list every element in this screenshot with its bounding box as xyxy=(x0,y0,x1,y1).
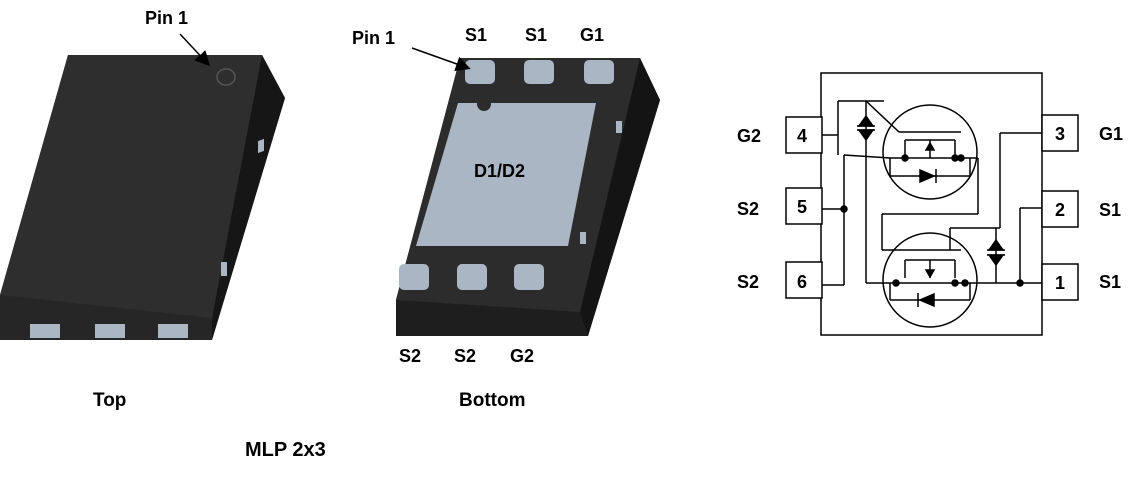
top-pad-s1 xyxy=(524,60,554,84)
pin-number: 4 xyxy=(797,126,807,146)
pin1-dot xyxy=(216,68,236,86)
bottom-pin-label: S2 xyxy=(454,346,476,366)
zener xyxy=(857,114,875,127)
pin-name: S2 xyxy=(737,272,759,292)
top-pin1-label: Pin 1 xyxy=(145,8,188,28)
top-pad-s1 xyxy=(465,60,495,84)
bottom-caption: Bottom xyxy=(459,390,525,411)
pin-box-1 xyxy=(1041,263,1079,301)
mosfet-2 xyxy=(882,232,978,328)
pin-number: 5 xyxy=(797,197,807,217)
bottom-pin1-label: Pin 1 xyxy=(352,28,395,48)
bottom-view-package xyxy=(396,58,660,336)
bottom-pin1-arrow xyxy=(411,47,471,72)
pin-number: 6 xyxy=(797,272,807,292)
pin-name: G1 xyxy=(1099,124,1123,144)
wire xyxy=(865,100,900,133)
bottom-lead xyxy=(158,324,188,338)
center-pad xyxy=(416,103,596,246)
junction xyxy=(951,279,959,287)
pin-box-2 xyxy=(1041,190,1079,228)
bottom-pad-g2 xyxy=(514,264,544,290)
zener xyxy=(857,129,875,142)
pin-number: 3 xyxy=(1055,124,1065,144)
package-name: MLP 2x3 xyxy=(245,439,326,461)
pin-box-5 xyxy=(785,187,823,225)
side-pad xyxy=(221,262,227,276)
mosfet-1 xyxy=(882,104,978,200)
arrow xyxy=(924,269,936,279)
pin-name: S1 xyxy=(1099,200,1121,220)
bottom-lead xyxy=(95,324,125,338)
bottom-pad-s2 xyxy=(457,264,487,290)
bottom-pin-label: G2 xyxy=(510,346,534,366)
side-pad xyxy=(616,121,622,133)
arrow xyxy=(924,141,936,151)
top-pin-label: S1 xyxy=(525,25,547,45)
top-pin1-arrow xyxy=(179,33,211,67)
junction xyxy=(892,279,900,287)
pad-label: D1/D2 xyxy=(474,161,525,181)
pin-number: 2 xyxy=(1055,200,1065,220)
pin-name: G2 xyxy=(737,126,761,146)
junction xyxy=(951,154,959,162)
side-pad xyxy=(580,232,586,244)
top-view-package xyxy=(0,55,285,340)
pin-name: S2 xyxy=(737,199,759,219)
junction xyxy=(961,279,969,287)
pin-name: S1 xyxy=(1099,272,1121,292)
bottom-pad-s2 xyxy=(399,264,429,290)
top-pin-label: G1 xyxy=(580,25,604,45)
zener xyxy=(987,238,1005,251)
junction xyxy=(901,154,909,162)
top-pin-label: S1 xyxy=(465,25,487,45)
top-pad-g1 xyxy=(584,60,614,84)
pin-box-6 xyxy=(785,261,823,299)
schematic xyxy=(785,72,1079,336)
zener xyxy=(987,254,1005,267)
body-diode xyxy=(918,292,935,308)
top-face xyxy=(0,55,262,318)
top-caption: Top xyxy=(93,390,126,411)
junction xyxy=(957,154,965,162)
body-diode xyxy=(919,168,936,184)
pad-notch xyxy=(477,97,491,111)
pin-number: 1 xyxy=(1055,273,1065,293)
side-pad xyxy=(258,138,264,154)
wire xyxy=(843,154,891,159)
bottom-pin-label: S2 xyxy=(399,346,421,366)
bottom-lead xyxy=(30,324,60,338)
